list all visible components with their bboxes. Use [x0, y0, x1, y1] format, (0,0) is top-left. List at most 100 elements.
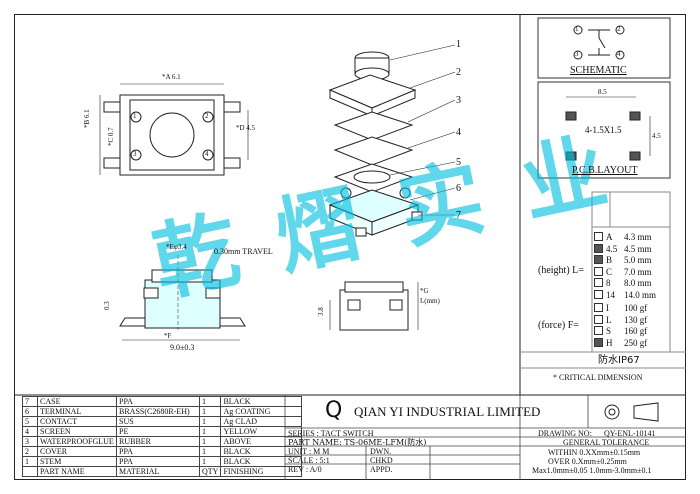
- side-dim-e: *Eφ3.4: [166, 243, 187, 251]
- checkbox-icon: [594, 303, 603, 312]
- checkbox-icon: [594, 232, 603, 241]
- bom-cell-material: PE: [116, 426, 200, 437]
- drawing-no: QY-ENL-10141: [604, 429, 656, 438]
- appd: APPD.: [370, 465, 393, 474]
- company-name: QIAN YI INDUSTRIAL LIMITED: [354, 404, 541, 419]
- side-dim-width: 9.0±0.3: [170, 343, 195, 352]
- part-name: PART NAME: TS-06ME-LFM(防水): [288, 438, 427, 447]
- top-dim-c: *C 0.7: [107, 127, 115, 146]
- series: SERIES : TACT SWITCH: [288, 429, 374, 438]
- bom-cell-qty: 1: [198, 406, 222, 417]
- callout-1: 1: [456, 39, 461, 50]
- bom-cell-no: 2: [22, 446, 38, 457]
- bom-cell-material: PPA: [116, 456, 200, 467]
- bom-cell-qty: 1: [198, 436, 222, 447]
- bom-cell-name: CONTACT: [37, 416, 117, 427]
- schematic-pin-4: 4: [617, 50, 621, 58]
- exploded-view: [328, 51, 423, 237]
- pcb-dim-height: 4.5: [652, 132, 661, 140]
- rev: REV : A/0: [288, 465, 322, 474]
- end-dim-g: *G: [420, 287, 429, 295]
- bom-cell-finish: Ag CLAD: [220, 416, 303, 427]
- bom-cell-no: 3: [22, 436, 38, 447]
- top-pin-4: 4: [205, 150, 209, 158]
- bom-cell-qty: 1: [198, 456, 222, 467]
- tolerance-1: WITHIN 0.XXmm±0.15mm: [548, 448, 641, 457]
- bom-cell-finish: FINISHING: [220, 466, 303, 477]
- top-dim-d: *D 4.5: [236, 124, 256, 132]
- bom-cell-qty: 1: [198, 426, 222, 437]
- callout-2: 2: [456, 67, 461, 78]
- bom-cell-qty: QTY: [198, 466, 222, 477]
- top-dim-b: *B 6.1: [83, 109, 91, 128]
- bom-cell-material: PPA: [116, 396, 200, 407]
- bom-cell-finish: Ag COATING: [220, 406, 303, 417]
- force-label: (force) F=: [538, 320, 579, 331]
- schematic-label: SCHEMATIC: [570, 65, 627, 76]
- bom-cell-name: TERMINAL: [37, 406, 117, 417]
- schematic-pin-3: 3: [575, 50, 579, 58]
- bom-cell-material: BRASS(C2680R-EH): [116, 406, 200, 417]
- top-pin-1: 1: [133, 112, 137, 120]
- top-dim-a: *A 6.1: [162, 73, 181, 81]
- callout-7: 7: [456, 210, 461, 221]
- height-label: (height) L=: [538, 265, 584, 276]
- bom-cell-material: MATERIAL: [116, 466, 200, 477]
- tolerance-2: OVER 0.Xmm±0.25mm: [548, 457, 627, 466]
- checkbox-icon: [594, 326, 603, 335]
- end-view: [329, 281, 419, 331]
- checkbox-icon: [594, 289, 603, 299]
- bom-cell-no: 7: [22, 396, 38, 407]
- pcb-label: P.C.B.LAYOUT: [572, 165, 638, 176]
- dwn: DWN.: [370, 447, 392, 456]
- bom-cell-no: 6: [22, 406, 38, 417]
- bom-cell-name: CASE: [37, 396, 117, 407]
- chkd: CHKD: [370, 456, 393, 465]
- schematic-pin-2: 2: [617, 25, 621, 33]
- side-view: [119, 255, 246, 341]
- bom-cell-finish: BLACK: [220, 396, 303, 407]
- bom-cell-material: SUS: [116, 416, 200, 427]
- top-view: [99, 83, 249, 176]
- critical-note: * CRITICAL DIMENSION: [553, 373, 643, 382]
- bom-cell-no: [22, 466, 38, 477]
- side-dim-03: 0.3: [103, 301, 111, 310]
- bom-cell-no: 4: [22, 426, 38, 437]
- drawing-frame: [14, 14, 686, 480]
- pcb-hole: 4-1.5X1.5: [585, 125, 622, 135]
- end-dim-38: 3.8: [317, 307, 325, 316]
- top-pin-2: 2: [205, 112, 209, 120]
- bom-cell-name: COVER: [37, 446, 117, 457]
- pcb-pattern: [565, 96, 651, 161]
- bom-cell-name: STEM: [37, 456, 117, 467]
- unit: UNIT : M M: [288, 447, 330, 456]
- top-pin-3: 3: [133, 150, 137, 158]
- bom-cell-no: 1: [22, 456, 38, 467]
- checkbox-icon: [594, 337, 603, 347]
- bom-cell-material: RUBBER: [116, 436, 200, 447]
- bom-cell-qty: 1: [198, 416, 222, 427]
- callout-4: 4: [456, 127, 461, 138]
- callout-3: 3: [456, 95, 461, 106]
- company-logo: Q: [325, 398, 343, 423]
- side-dim-f: *F: [164, 332, 172, 340]
- tolerance-title: GENERAL TOLERANCE: [563, 438, 650, 447]
